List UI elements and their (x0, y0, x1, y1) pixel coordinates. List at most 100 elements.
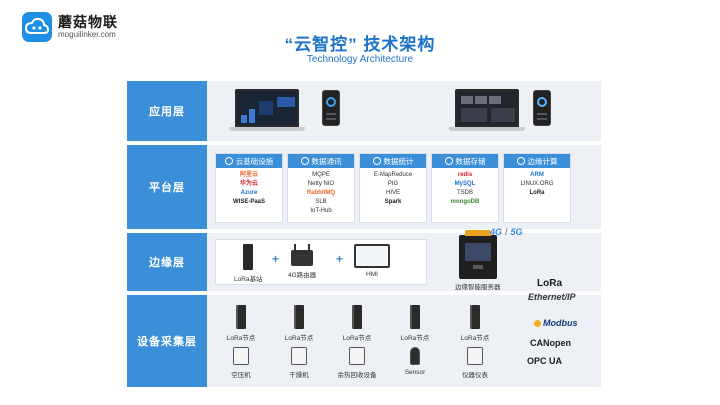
page-title: “云智控” 技术架构 (284, 35, 436, 54)
equipment-label: Sensor (404, 369, 426, 376)
layer-label-edge: 边缘层 (127, 233, 207, 291)
card-title: 边缘计算 (527, 156, 558, 166)
protocol-canopen: CANopen (530, 338, 571, 348)
plus-icon: + (336, 252, 344, 266)
lora-node-icon (410, 305, 420, 329)
statistics-icon (372, 157, 381, 165)
equipment-label: 空压机 (231, 372, 251, 379)
lora-node-icon (294, 305, 304, 329)
card-item: Netty NIO (307, 181, 335, 187)
server-label: 边缘智能服务器 (455, 284, 501, 291)
hmi-screen-icon (354, 244, 390, 268)
lora-gateway: LoRa基站 (234, 244, 263, 283)
lora-node: LoRa节点 (279, 305, 319, 342)
lora-node: LoRa节点 (337, 305, 377, 342)
plus-icon: + (272, 252, 280, 266)
card-item: 阿里云 (239, 172, 258, 178)
lora-node-icon (470, 305, 480, 329)
instrument-icon (467, 347, 483, 365)
cloud-logo-icon (22, 12, 52, 42)
laptop-dashboard-1 (229, 89, 305, 131)
card-cloud-infrastructure: 云基础设施 阿里云 华为云 Azure WISE-PaaS (215, 153, 283, 223)
card-item: SLB (315, 199, 327, 205)
edge-intelligent-server: 边缘智能服务器 (455, 230, 501, 291)
lora-node-icon (352, 305, 362, 329)
phone-app-1 (322, 90, 340, 126)
equipment-air-compressor: 空压机 (219, 347, 263, 379)
card-item: IoT-Hub (310, 208, 332, 214)
card-item: WISE-PaaS (232, 199, 265, 205)
card-item: 华为云 (239, 181, 258, 187)
edge-layer: 边缘层 LoRa基站 + 4G路由器 + HMI 边缘智能服务器 (127, 230, 601, 291)
card-item: MQPE (312, 172, 330, 178)
company-logo: 蘑菇物联 moguilinker.com (22, 12, 118, 42)
node-label: LoRa节点 (226, 335, 256, 342)
card-item: RabbitMQ (306, 190, 336, 196)
laptop-dashboard-2 (449, 89, 525, 131)
edge-devices-box: LoRa基站 + 4G路由器 + HMI (215, 239, 427, 285)
logo-name: 蘑菇物联 (58, 13, 118, 30)
layer-label-platform: 平台层 (127, 145, 207, 229)
communication-icon (300, 157, 309, 165)
card-item: MySQL (454, 181, 476, 187)
lora-node: LoRa节点 (455, 305, 495, 342)
edge-computing-icon (516, 157, 525, 165)
edge-item-label: HMI (366, 271, 378, 278)
node-label: LoRa节点 (460, 335, 490, 342)
card-title: 数据通讯 (311, 156, 342, 166)
equipment-label: 干燥机 (289, 372, 309, 379)
application-layer: 应用层 (127, 81, 601, 141)
card-item: TSDB (456, 190, 473, 196)
card-item: LoRa (529, 190, 545, 196)
page-subtitle: Technology Architecture (306, 54, 414, 65)
equipment-label: 仪器仪表 (462, 372, 488, 379)
equipment-sensor: Sensor (393, 347, 437, 376)
node-label: LoRa节点 (342, 335, 372, 342)
logo-domain: moguilinker.com (58, 29, 116, 39)
dryer-icon (291, 347, 307, 365)
protocol-ethernet-ip: Ethernet/IP (528, 292, 576, 302)
network-5g: 5G (510, 227, 523, 237)
storage-icon (444, 157, 453, 165)
card-data-storage: 数据存储 redis MySQL TSDB mongoDB (431, 153, 499, 223)
card-item: Azure (240, 190, 258, 196)
lora-gateway-icon (243, 244, 254, 270)
protocol-opc-ua: OPC UA (527, 356, 563, 366)
card-title: 数据统计 (383, 156, 414, 166)
lora-node-icon (236, 305, 246, 329)
card-item: mongoDB (450, 199, 480, 205)
lora-node: LoRa节点 (395, 305, 435, 342)
layer-label-app: 应用层 (127, 81, 207, 141)
equipment-heat-recovery: 余热回收设备 (335, 347, 379, 379)
network-badge: 4G/5G (490, 227, 523, 237)
server-icon (458, 230, 497, 279)
edge-item-label: LoRa基站 (234, 276, 263, 283)
equipment-instruments: 仪器仪表 (453, 347, 497, 379)
lora-node: LoRa节点 (221, 305, 261, 342)
air-compressor-icon (233, 347, 249, 365)
network-4g: 4G (490, 227, 503, 237)
card-data-communication: 数据通讯 MQPE Netty NIO RabbitMQ SLB IoT-Hub (287, 153, 355, 223)
node-label: LoRa节点 (284, 335, 314, 342)
heat-recovery-icon (349, 347, 365, 365)
protocol-lora: LoRa (537, 278, 562, 289)
router-icon (291, 244, 314, 266)
card-edge-computing: 边缘计算 ARM LINUX.ORG LoRa (503, 153, 571, 223)
edge-item-label: 4G路由器 (288, 272, 317, 279)
card-item: HIVE (385, 190, 400, 196)
hmi-panel: HMI (354, 244, 390, 278)
router-4g: 4G路由器 (288, 244, 316, 279)
layer-label-device: 设备采集层 (127, 295, 207, 387)
equipment-dryer: 干燥机 (277, 347, 321, 379)
sensor-icon (410, 347, 420, 365)
platform-layer: 平台层 云基础设施 阿里云 华为云 Azure WISE-PaaS 数据通讯 M… (127, 145, 601, 229)
card-title: 云基础设施 (235, 156, 274, 166)
cloud-icon (224, 157, 233, 165)
card-item: Spark (384, 199, 402, 205)
card-item: ARM (530, 172, 544, 178)
card-item: PIG (387, 181, 399, 187)
card-data-statistics: 数据统计 E-MapReduce PIG HIVE Spark (359, 153, 427, 223)
equipment-label: 余热回收设备 (337, 372, 377, 379)
device-acquisition-layer: 设备采集层 LoRa节点 LoRa节点 LoRa节点 LoRa节点 LoRa节点… (127, 295, 601, 387)
node-label: LoRa节点 (400, 335, 430, 342)
